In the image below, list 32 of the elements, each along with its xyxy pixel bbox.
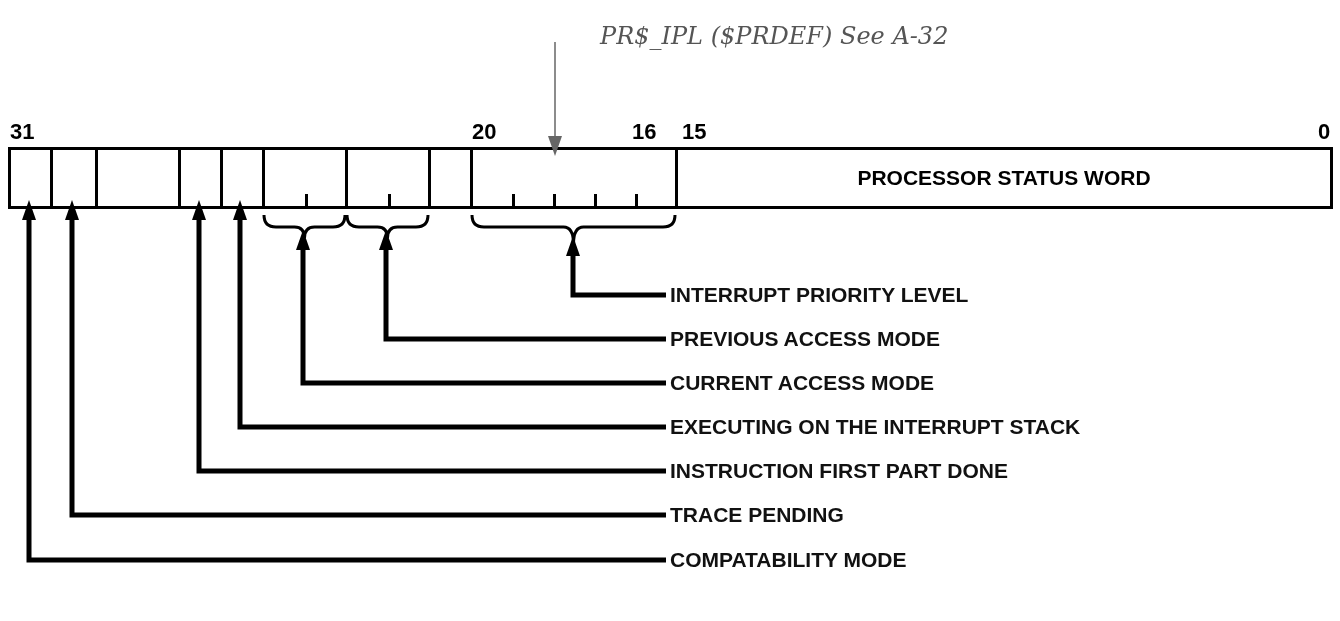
field-label: CURRENT ACCESS MODE [670,371,935,395]
leader-arrow [566,236,666,298]
bit-field-box [8,147,53,209]
bit-field-box [220,147,265,209]
bit-field-box [470,147,678,209]
bit-field-box [50,147,98,209]
field-label: COMPATABILITY MODE [670,548,907,572]
leader-arrow [379,230,666,342]
field-label: PREVIOUS ACCESS MODE [670,327,940,351]
field-label: INSTRUCTION FIRST PART DONE [670,459,1008,483]
bit-field-box [428,147,473,209]
bit-field-box [345,147,431,209]
bit-number: 15 [682,120,707,144]
handwritten-note: PR$_IPL ($PRDEF) See A-32 [600,22,949,50]
leader-arrow [65,200,666,518]
field-label: TRACE PENDING [670,503,844,527]
leader-arrow [296,230,666,386]
bit-field-box [262,147,348,209]
bit-field-box [95,147,181,209]
field-label: INTERRUPT PRIORITY LEVEL [670,283,969,307]
leader-arrow [548,41,562,156]
field-label: EXECUTING ON THE INTERRUPT STACK [670,415,1081,439]
bit-field-box [178,147,223,209]
bit-number: 0 [1318,120,1331,144]
leader-arrow [192,200,666,474]
bit-number: 20 [472,120,497,144]
bit-field-box [675,147,1333,209]
bit-number: 31 [10,120,35,144]
leader-arrow [233,200,666,430]
leader-arrow [22,200,666,563]
field-name: PROCESSOR STATUS WORD [856,166,1152,190]
bit-number: 16 [632,120,657,144]
